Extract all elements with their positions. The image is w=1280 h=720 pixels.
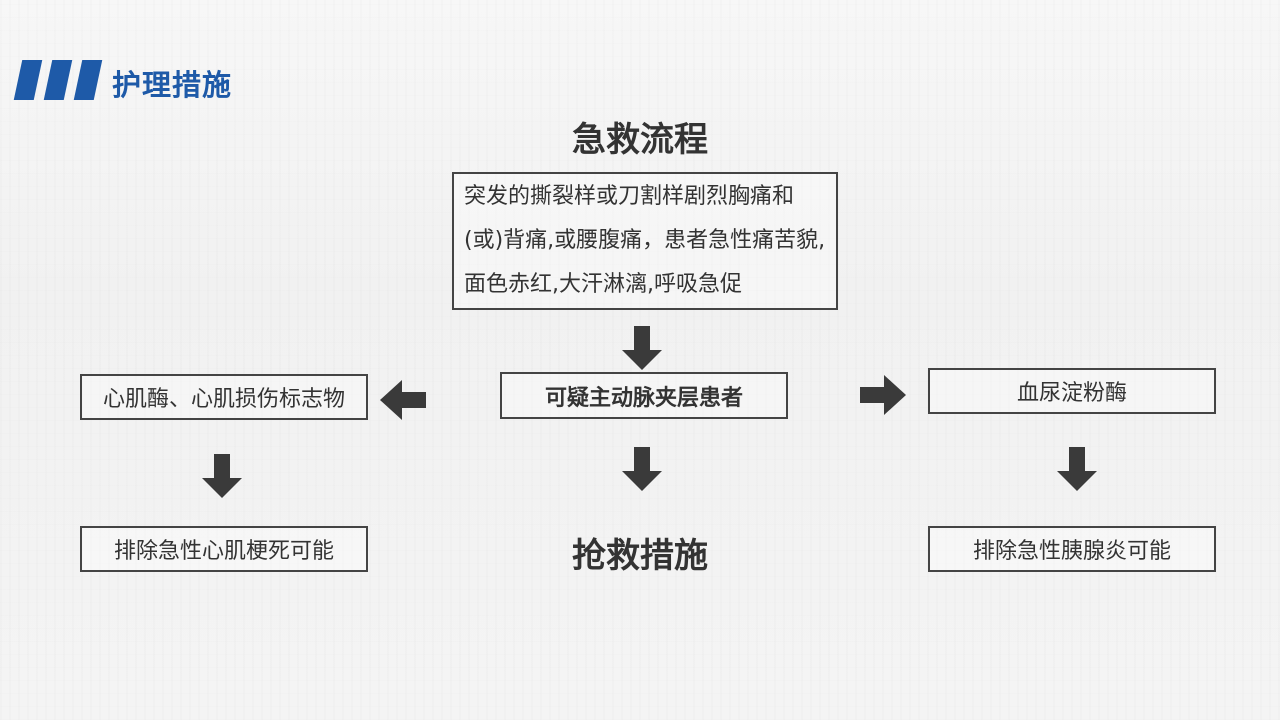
left-result-label: 排除急性心肌梗死可能 (113, 539, 334, 564)
arrow-left-icon (380, 380, 426, 420)
amylase-node: 血尿淀粉酶 (928, 368, 1216, 414)
center-node-label: 可疑主动脉夹层患者 (544, 385, 743, 411)
arrow-down-icon (202, 454, 242, 498)
header-bars-icon (13, 60, 104, 100)
suspected-dissection-node: 可疑主动脉夹层患者 (500, 372, 788, 419)
right-result-label: 排除急性胰腺炎可能 (972, 539, 1171, 564)
exclude-mi-node: 排除急性心肌梗死可能 (80, 526, 368, 572)
page-title: 护理措施 (112, 68, 233, 102)
cardiac-enzyme-node: 心肌酶、心肌损伤标志物 (80, 374, 368, 420)
arrow-down-icon (1057, 447, 1097, 491)
arrow-right-icon (860, 375, 906, 415)
left-node-label: 心肌酶、心肌损伤标志物 (102, 387, 345, 412)
arrow-down-icon (622, 447, 662, 491)
rescue-measures-heading: 抢救措施 (572, 536, 708, 576)
arrow-down-icon (622, 326, 662, 370)
emergency-flow-heading: 急救流程 (572, 120, 708, 160)
symptom-text: 突发的撕裂样或刀割样剧烈胸痛和(或)背痛,或腰腹痛，患者急性痛苦貌,面色赤红,大… (464, 184, 826, 297)
symptom-box: 突发的撕裂样或刀割样剧烈胸痛和(或)背痛,或腰腹痛，患者急性痛苦貌,面色赤红,大… (452, 172, 838, 310)
exclude-pancreatitis-node: 排除急性胰腺炎可能 (928, 526, 1216, 572)
right-node-label: 血尿淀粉酶 (1016, 381, 1127, 406)
